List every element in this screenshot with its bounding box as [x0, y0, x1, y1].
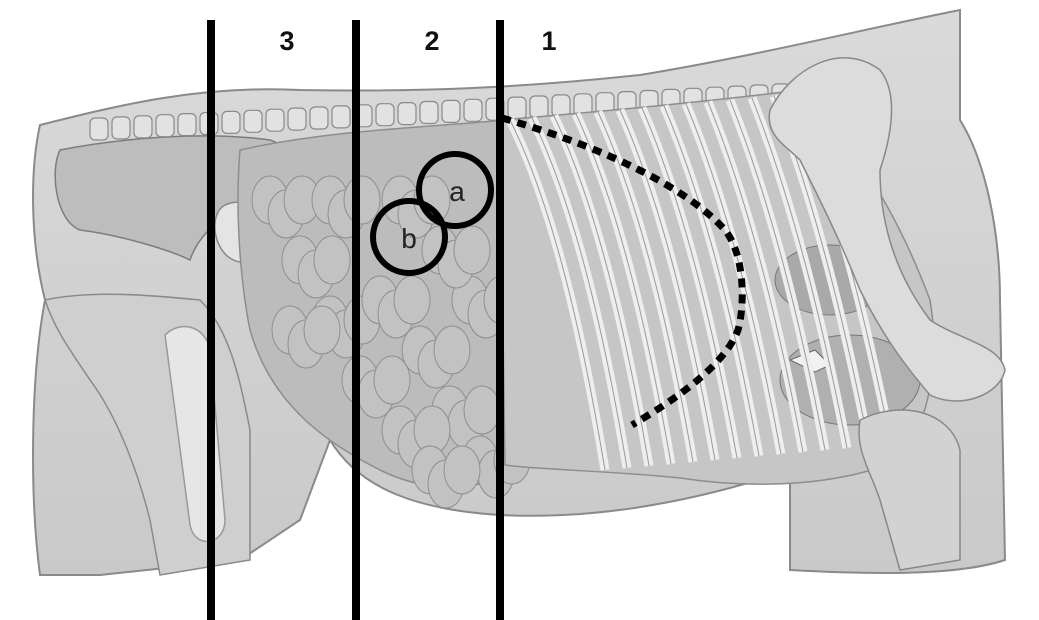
intestine-loop [464, 386, 500, 434]
vertebra [420, 102, 438, 124]
vertebra [442, 100, 460, 122]
zone-label-1: 1 [541, 26, 556, 56]
vertebra [376, 104, 394, 126]
zone-label-2: 2 [424, 26, 439, 56]
vertebra [134, 116, 152, 138]
circle-label-b: b [401, 223, 417, 254]
vertebra [244, 110, 262, 132]
vertebra [112, 117, 130, 139]
intestine-loop [344, 176, 380, 224]
vertebra [398, 103, 416, 125]
intestine-loop [434, 326, 470, 374]
zone-label-3: 3 [279, 26, 294, 56]
intestine-loop [444, 446, 480, 494]
vertebra [310, 107, 328, 129]
vertebra [288, 108, 306, 130]
intestine-loop [374, 356, 410, 404]
circle-label-a: a [449, 176, 465, 207]
vertebra [464, 99, 482, 121]
intestine-loop [314, 236, 350, 284]
vertebra [222, 111, 240, 133]
intestine-loop [454, 226, 490, 274]
vertebra [508, 97, 526, 119]
vertebra [178, 114, 196, 136]
vertebra [90, 118, 108, 140]
vertebra [530, 96, 548, 118]
intestine-loop [394, 276, 430, 324]
vertebra [156, 115, 174, 137]
vertebra [266, 109, 284, 131]
intestine-loop [304, 306, 340, 354]
vertebra [332, 106, 350, 128]
